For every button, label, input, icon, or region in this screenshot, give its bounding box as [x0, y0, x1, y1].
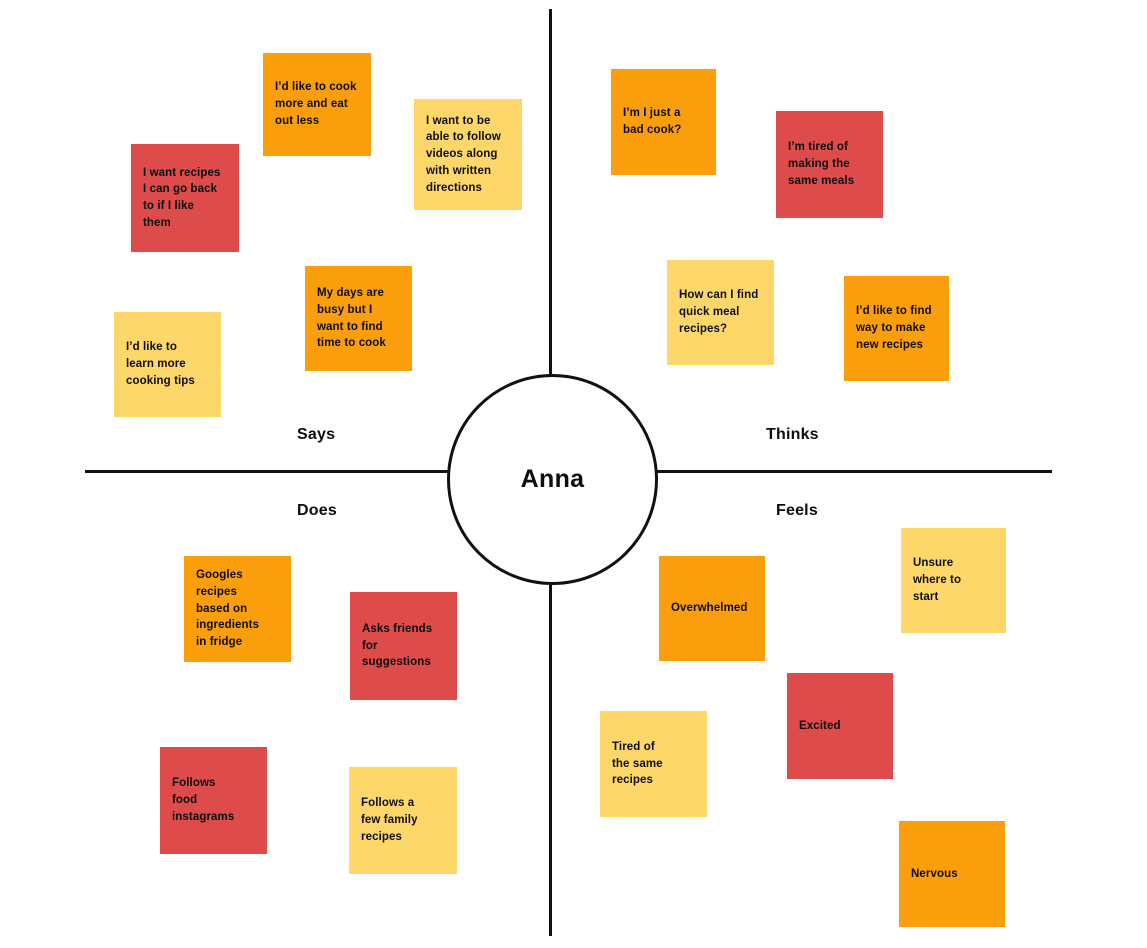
- sticky-note[interactable]: I’m I just a bad cook?: [611, 69, 716, 175]
- sticky-note[interactable]: Excited: [787, 673, 893, 779]
- sticky-note-text: Overwhelmed: [671, 602, 748, 615]
- quadrant-label-does: Does: [297, 502, 337, 519]
- sticky-note-text: Asks friends for suggestions: [362, 622, 433, 669]
- sticky-note[interactable]: My days are busy but I want to find time…: [305, 266, 412, 371]
- sticky-note[interactable]: I’d like to cook more and eat out less: [263, 53, 371, 156]
- sticky-note-text: Googles recipes based on ingredients in …: [196, 569, 260, 648]
- sticky-note-text: Unsure where to start: [913, 557, 962, 603]
- sticky-note[interactable]: I’d like to learn more cooking tips: [114, 312, 221, 417]
- sticky-note-text: I’m I just a bad cook?: [623, 107, 682, 136]
- quadrant-label-feels: Feels: [776, 502, 818, 519]
- sticky-note[interactable]: Googles recipes based on ingredients in …: [184, 556, 291, 662]
- sticky-note[interactable]: I’m tired of making the same meals: [776, 111, 883, 218]
- sticky-note-text: I’d like to cook more and eat out less: [275, 81, 357, 127]
- sticky-note-text: How can I find quick meal recipes?: [679, 289, 759, 335]
- persona-circle: Anna: [447, 374, 658, 585]
- sticky-note-text: Follows a few family recipes: [361, 797, 418, 843]
- sticky-note-text: I’m tired of making the same meals: [788, 141, 855, 187]
- sticky-note-text: My days are busy but I want to find time…: [317, 287, 386, 350]
- sticky-note[interactable]: Tired of the same recipes: [600, 711, 707, 817]
- sticky-note-text: I’d like to learn more cooking tips: [126, 341, 195, 387]
- sticky-note-text: I want to be able to follow videos along…: [426, 114, 501, 194]
- sticky-note[interactable]: I want recipes I can go back to if I lik…: [131, 144, 239, 252]
- sticky-note-text: Tired of the same recipes: [612, 740, 663, 787]
- sticky-note-text: I’d like to find way to make new recipes: [856, 305, 932, 351]
- persona-name: Anna: [520, 465, 585, 493]
- sticky-note[interactable]: I want to be able to follow videos along…: [414, 99, 522, 210]
- sticky-note-text: I want recipes I can go back to if I lik…: [143, 166, 221, 229]
- sticky-note-text: Follows food instagrams: [172, 777, 235, 823]
- sticky-note[interactable]: Overwhelmed: [659, 556, 765, 661]
- sticky-note[interactable]: How can I find quick meal recipes?: [667, 260, 774, 365]
- quadrant-label-says: Says: [297, 426, 336, 443]
- quadrant-label-thinks: Thinks: [766, 426, 819, 443]
- sticky-note[interactable]: Unsure where to start: [901, 528, 1006, 633]
- sticky-note[interactable]: Follows food instagrams: [160, 747, 267, 854]
- sticky-note[interactable]: I’d like to find way to make new recipes: [844, 276, 949, 381]
- sticky-note[interactable]: Asks friends for suggestions: [350, 592, 457, 700]
- sticky-note-text: Excited: [799, 719, 841, 732]
- sticky-note[interactable]: Follows a few family recipes: [349, 767, 457, 874]
- sticky-note-text: Nervous: [911, 867, 958, 880]
- sticky-note[interactable]: Nervous: [899, 821, 1005, 927]
